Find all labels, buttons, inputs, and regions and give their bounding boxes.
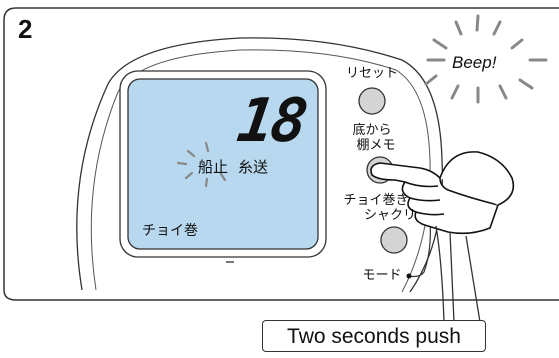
- lcd-screen: [127, 78, 319, 250]
- display-housing: [76, 37, 444, 293]
- beep-burst-icon: [424, 14, 548, 104]
- lcd-bottom-left-label: チョイ巻: [142, 223, 198, 239]
- beep-sound-text: Beep!: [452, 53, 496, 73]
- lcd-depth-digits: 18: [233, 86, 310, 156]
- pointing-hand-icon: [370, 151, 515, 323]
- beep-word: Beep: [452, 53, 492, 72]
- floor-shelf-label-1: 底から: [352, 123, 392, 138]
- lcd-mode-text-line-feed: 糸送: [238, 158, 269, 176]
- blink-rays-icon: [176, 141, 227, 188]
- choi-label-1: チョイ巻き: [343, 193, 409, 208]
- reset-button[interactable]: [358, 87, 386, 115]
- step-number: 2: [18, 14, 33, 44]
- floor-shelf-label-2: 棚メモ: [356, 138, 396, 153]
- choi-label-2: シャクリ: [363, 208, 416, 223]
- reset-label: リセット: [345, 66, 398, 81]
- beep-exclamation: !: [491, 53, 497, 72]
- caption-box: Two seconds push: [262, 320, 486, 352]
- lcd-mode-text-ship-stop: 船止: [198, 158, 229, 176]
- mode-label: モード: [362, 268, 402, 283]
- choi-shakuri-button[interactable]: [380, 226, 408, 254]
